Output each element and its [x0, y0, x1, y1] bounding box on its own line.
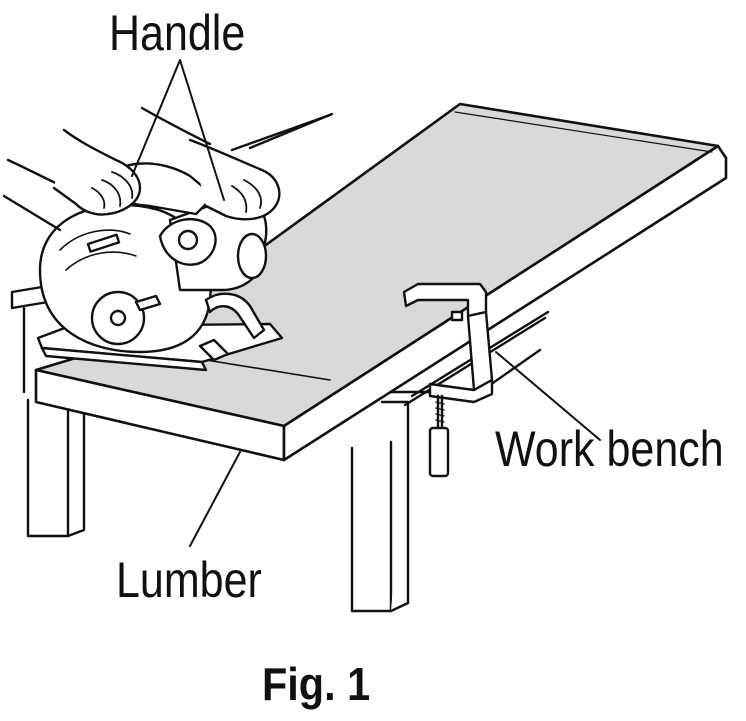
saw-front-guide: [198, 338, 230, 362]
callout-lines: [131, 59, 601, 547]
clamp-screw-thread: [435, 401, 445, 423]
work-bench-label: Work bench: [495, 421, 724, 477]
lumber-grain: [454, 111, 713, 153]
left-hand-fingers: [91, 171, 134, 209]
lumber-leader: [189, 451, 241, 547]
saw-guard-ribs: [59, 229, 137, 271]
saw-guard-lever: [134, 294, 162, 312]
saw-knob: [177, 229, 199, 251]
lumber-end: [282, 144, 728, 462]
handle-leader-left: [131, 59, 181, 177]
bench-leg-right-side: [389, 400, 410, 613]
figure-caption: Fig. 1: [262, 658, 371, 710]
handle-leader-right: [179, 59, 225, 201]
bench-leg-right: [350, 440, 393, 613]
clamp-handle: [428, 426, 450, 478]
lumber-label: Lumber: [116, 552, 262, 608]
right-hand-fingers: [231, 179, 262, 213]
cut-line: [205, 359, 331, 381]
bench-leg-left-front: [26, 398, 70, 538]
saw-arbor: [109, 309, 127, 327]
handle-label: Handle: [109, 5, 246, 61]
left-hand: [52, 128, 142, 216]
saw-label-plate: [86, 233, 121, 253]
workbench-leader: [495, 351, 601, 441]
saw-motor-end: [236, 232, 268, 280]
clamp-bottom-jaw: [428, 378, 494, 404]
right-arm: [140, 106, 334, 150]
operator-hands: [2, 106, 334, 232]
bench-leg-left-front-side: [66, 408, 86, 538]
clamp-pad: [450, 310, 464, 322]
saw-base-edge: [40, 346, 208, 372]
c-clamp: [402, 282, 494, 478]
saw-bevel-bracket: [204, 292, 266, 340]
